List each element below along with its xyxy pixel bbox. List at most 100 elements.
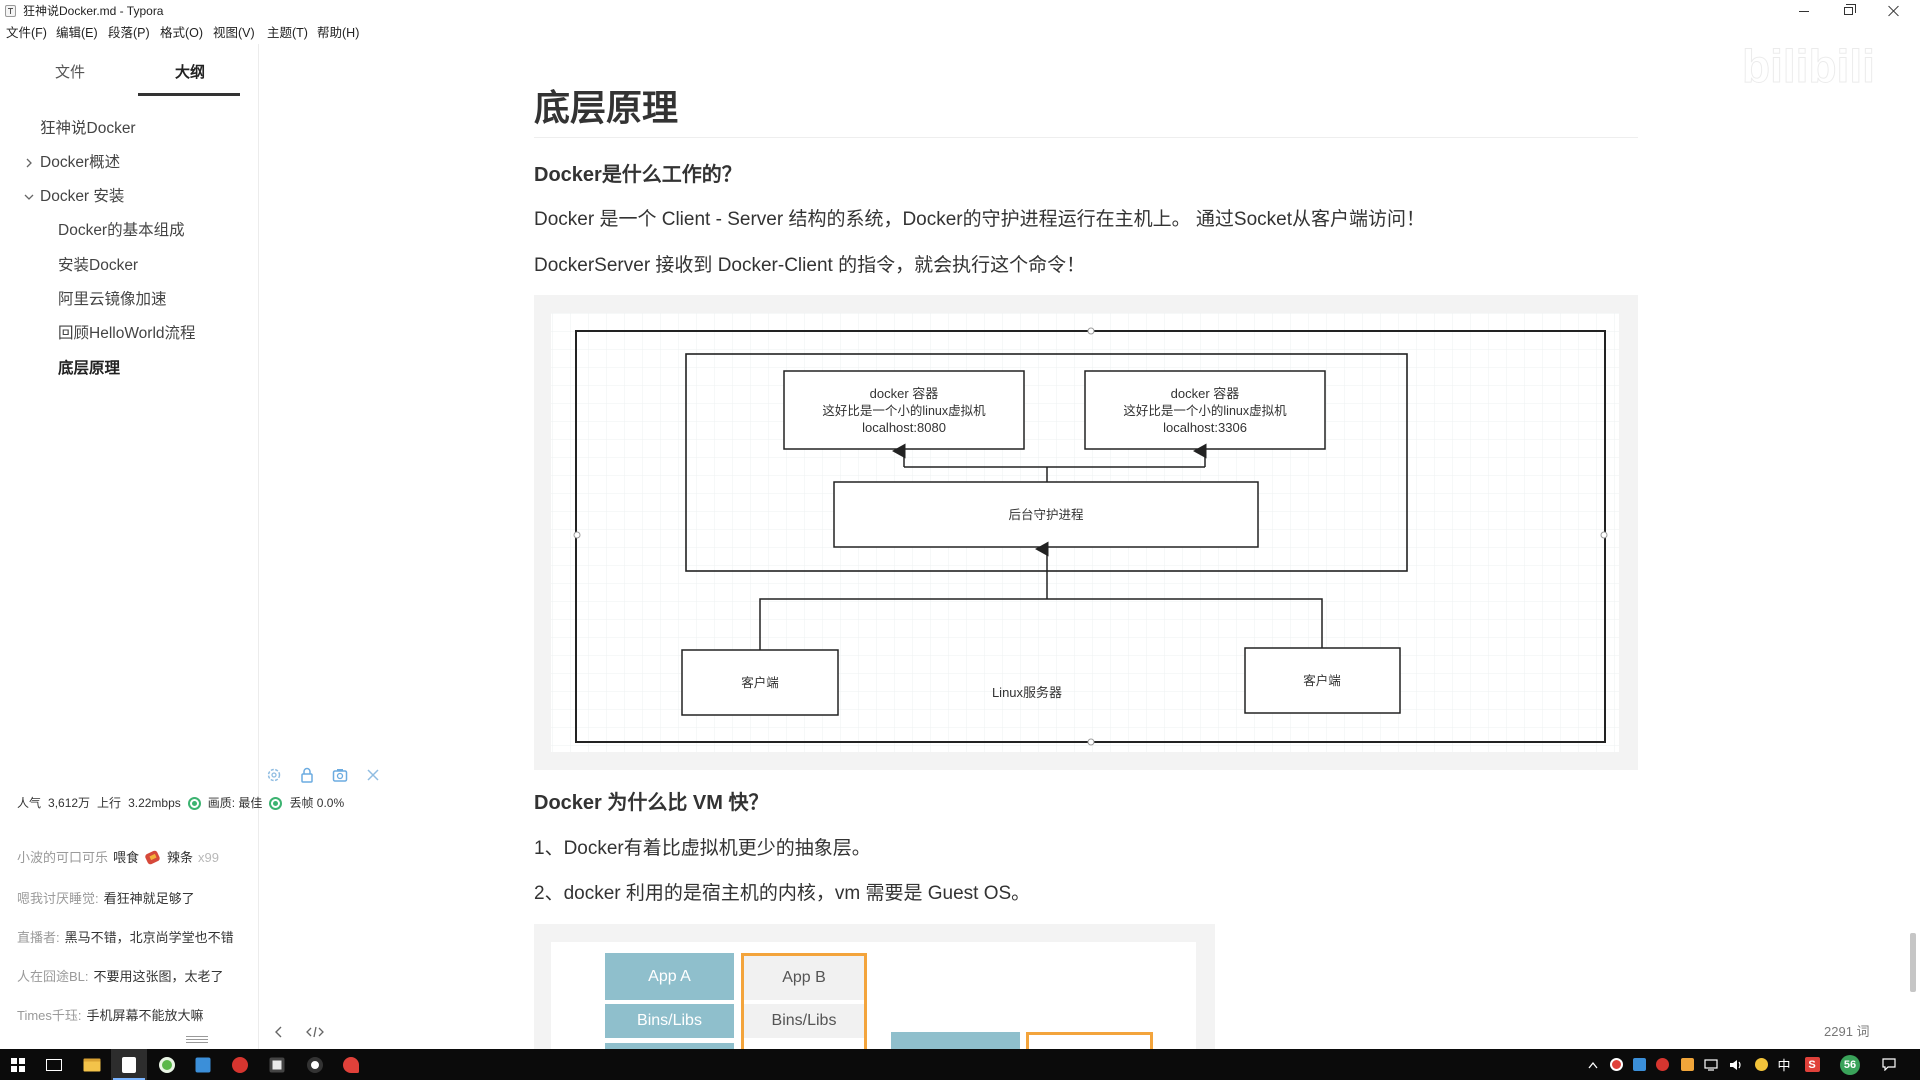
- chat-user: 直播者:: [17, 930, 60, 945]
- chevron-up-icon: [1588, 1061, 1598, 1068]
- stream-stats: 人气 3,612万 上行 3.22mbps 画质: 最佳 丢帧 0.0%: [17, 795, 344, 811]
- lock-icon[interactable]: [299, 767, 315, 783]
- docker-vs-vm-image[interactable]: App A Bins/Libs App B Bins/Libs: [534, 924, 1215, 1049]
- red-tray-icon: [1609, 1058, 1623, 1071]
- architecture-diagram-image[interactable]: docker 容器 这好比是一个小的linux虚拟机 localhost:808…: [534, 295, 1638, 770]
- task-view-button[interactable]: [36, 1049, 72, 1080]
- notification-button[interactable]: [1878, 1049, 1900, 1080]
- obs-button[interactable]: [297, 1049, 333, 1080]
- vm-layer-frame: [1026, 1032, 1153, 1049]
- chat-message: 嗯我讨厌睡觉: 看狂神就足够了: [17, 890, 195, 908]
- chat-gift: 辣条: [167, 850, 194, 865]
- minimize-icon: [1799, 11, 1809, 12]
- network-button[interactable]: [1702, 1049, 1720, 1080]
- chat-message: 人在囧途BL: 不要用这张图，太老了: [17, 968, 224, 986]
- menu-edit[interactable]: 编辑(E): [56, 26, 98, 40]
- menu-theme[interactable]: 主题(T): [267, 26, 308, 40]
- outline-item[interactable]: Docker概述: [40, 154, 121, 171]
- red-app-button[interactable]: [333, 1049, 369, 1080]
- outline-item[interactable]: Docker 安装: [40, 188, 125, 205]
- resize-handle[interactable]: [186, 1036, 208, 1043]
- menu-paragraph[interactable]: 段落(P): [108, 26, 150, 40]
- tray-item[interactable]: [1678, 1049, 1696, 1080]
- restore-button[interactable]: [1829, 0, 1869, 22]
- chat-user: 小波的可口可乐: [17, 850, 109, 865]
- list-item: 1、Docker有着比虚拟机更少的抽象层。: [534, 838, 871, 859]
- outline-item[interactable]: 回顾HelloWorld流程: [58, 325, 196, 342]
- blue-app-icon: [195, 1057, 211, 1072]
- sogou-tray-button[interactable]: S: [1803, 1049, 1821, 1080]
- typora-icon: [122, 1056, 136, 1073]
- blue-tray-icon: [1632, 1058, 1646, 1071]
- client-label: 客户端: [741, 675, 779, 690]
- show-hidden-icons-button[interactable]: [1584, 1049, 1602, 1080]
- notification-icon: [1882, 1058, 1896, 1071]
- settings-icon[interactable]: [266, 767, 282, 783]
- taskbar: 中 S 56: [0, 1049, 1920, 1080]
- server-label: Linux服务器: [992, 685, 1062, 700]
- connector-line: [904, 466, 1205, 482]
- volume-button[interactable]: [1727, 1049, 1745, 1080]
- connector-line: [759, 598, 1323, 650]
- chat-user: 嗯我讨厌睡觉:: [17, 891, 99, 906]
- container-title: docker 容器: [1171, 386, 1240, 401]
- upload-value: 3.22mbps: [128, 796, 181, 810]
- chat-gift-count: x99: [198, 850, 220, 865]
- blue-app-button[interactable]: [185, 1049, 221, 1080]
- selection-handle[interactable]: [573, 531, 581, 539]
- architecture-diagram: docker 容器 这好比是一个小的linux虚拟机 localhost:808…: [551, 313, 1619, 752]
- chevron-right-icon[interactable]: [24, 158, 34, 168]
- selection-handle[interactable]: [1087, 738, 1095, 746]
- minimize-button[interactable]: [1784, 0, 1824, 22]
- menu-format[interactable]: 格式(O): [160, 26, 204, 40]
- menu-file[interactable]: 文件(F): [6, 26, 47, 40]
- container-desc: 这好比是一个小的linux虚拟机: [1123, 403, 1287, 418]
- camera-icon[interactable]: [332, 767, 348, 783]
- outline-item[interactable]: 安装Docker: [58, 257, 139, 274]
- chat-user: 人在囧途BL:: [17, 969, 89, 984]
- outline-item-active[interactable]: 底层原理: [58, 360, 121, 377]
- green-browser-button[interactable]: [149, 1049, 185, 1080]
- tab-outline[interactable]: 大纲: [174, 64, 205, 81]
- quality-value: 画质: 最佳: [207, 796, 263, 810]
- close-overlay-icon[interactable]: [365, 767, 381, 783]
- window-title: 狂神说Docker.md - Typora: [23, 4, 164, 18]
- close-icon: [1888, 5, 1900, 17]
- tray-badge-button[interactable]: 56: [1839, 1049, 1861, 1080]
- ime-indicator[interactable]: 中: [1777, 1058, 1791, 1073]
- outline-item[interactable]: 狂神说Docker: [40, 120, 136, 137]
- file-explorer-button[interactable]: [74, 1049, 110, 1080]
- start-button[interactable]: [0, 1049, 36, 1080]
- netease-music-button[interactable]: [222, 1049, 258, 1080]
- dark-app-button[interactable]: [259, 1049, 295, 1080]
- app-b-block: App B: [744, 956, 864, 1000]
- client-box: [681, 649, 839, 716]
- green-browser-icon: [159, 1056, 175, 1073]
- tray-item[interactable]: [1752, 1049, 1770, 1080]
- tray-item[interactable]: [1630, 1049, 1648, 1080]
- chevron-down-icon[interactable]: [24, 192, 34, 202]
- selection-handle[interactable]: [1600, 531, 1608, 539]
- menu-help[interactable]: 帮助(H): [317, 26, 360, 40]
- chat-text: 手机屏幕不能放大嘛: [86, 1008, 204, 1023]
- typora-taskbar-button[interactable]: [111, 1049, 147, 1080]
- outline-item[interactable]: 阿里云镜像加速: [58, 291, 167, 308]
- tray-item[interactable]: [1653, 1049, 1671, 1080]
- chat-message: Times千珏: 手机屏幕不能放大嘛: [17, 1007, 204, 1025]
- close-button[interactable]: [1874, 0, 1914, 22]
- status-ok-icon: [187, 796, 201, 810]
- tray-item[interactable]: [1607, 1049, 1625, 1080]
- container-addr: localhost:3306: [1163, 420, 1247, 435]
- menu-view[interactable]: 视图(V): [213, 26, 255, 40]
- task-view-icon: [46, 1058, 62, 1071]
- container-box: [783, 370, 1025, 450]
- word-count[interactable]: 2291 词: [1824, 1024, 1870, 1039]
- app-a-block: App A: [605, 953, 734, 1000]
- tab-files[interactable]: 文件: [54, 64, 85, 81]
- selection-handle[interactable]: [1087, 327, 1095, 335]
- chevron-left-icon[interactable]: [273, 1026, 285, 1038]
- source-code-icon[interactable]: [305, 1026, 325, 1038]
- heading-divider: [534, 137, 1638, 138]
- scrollbar-thumb[interactable]: [1910, 933, 1916, 992]
- outline-item[interactable]: Docker的基本组成: [58, 222, 185, 239]
